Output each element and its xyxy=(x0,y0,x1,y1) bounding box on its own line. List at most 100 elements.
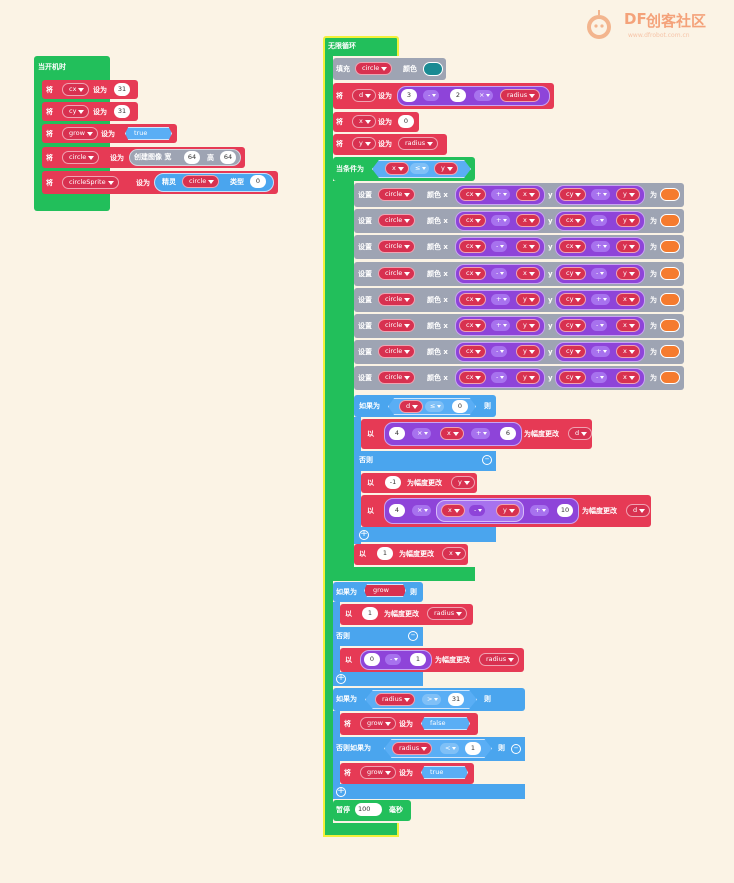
operator[interactable]: + xyxy=(491,320,511,331)
operator[interactable]: + xyxy=(491,189,511,200)
operator[interactable]: - xyxy=(491,241,508,252)
var-radius[interactable]: radius xyxy=(427,607,468,620)
var-x[interactable]: x xyxy=(385,162,409,175)
operator-times[interactable]: × xyxy=(412,505,432,516)
var-circle[interactable]: circle xyxy=(355,62,393,75)
operator[interactable]: - xyxy=(591,320,608,331)
var-circle[interactable]: circle xyxy=(378,371,416,384)
remove-else-icon[interactable]: – xyxy=(408,631,418,641)
operator[interactable]: + xyxy=(591,241,611,252)
var-cy[interactable]: cy xyxy=(559,319,587,332)
operator[interactable]: - xyxy=(491,346,508,357)
var-cx[interactable]: cx xyxy=(459,319,487,332)
operator-times[interactable]: × xyxy=(412,428,432,439)
operator[interactable]: - xyxy=(591,268,608,279)
operator[interactable]: + xyxy=(491,215,511,226)
value-0[interactable]: 0 xyxy=(364,653,380,666)
var-cx[interactable]: cx xyxy=(459,371,487,384)
value-0[interactable]: 0 xyxy=(398,115,414,128)
operator-le[interactable]: ≤ xyxy=(425,401,445,412)
color-swatch[interactable] xyxy=(660,371,680,384)
var-x[interactable]: x xyxy=(442,547,466,560)
operator[interactable]: - xyxy=(591,372,608,383)
var-d[interactable]: d xyxy=(399,400,424,413)
var-circle[interactable]: circle xyxy=(378,214,416,227)
color-swatch[interactable] xyxy=(660,188,680,201)
var-x[interactable]: x xyxy=(616,293,640,306)
add-else-icon[interactable]: + xyxy=(336,673,346,684)
var-cx[interactable]: cx xyxy=(459,214,487,227)
operator[interactable]: - xyxy=(491,268,508,279)
value-3[interactable]: 3 xyxy=(401,89,417,102)
value-1[interactable]: 1 xyxy=(377,547,393,560)
value-1[interactable]: 1 xyxy=(465,742,481,755)
var-x[interactable]: x xyxy=(616,319,640,332)
var-cx[interactable]: cx xyxy=(459,188,487,201)
var-circle[interactable]: circle xyxy=(378,188,416,201)
var-radius[interactable]: radius xyxy=(398,137,439,150)
var-d[interactable]: d xyxy=(626,504,651,517)
var-grow[interactable]: grow xyxy=(360,766,396,779)
bool-true[interactable]: true xyxy=(421,766,468,779)
operator[interactable]: - xyxy=(491,372,508,383)
var-circle[interactable]: circle xyxy=(378,240,416,253)
color-swatch[interactable] xyxy=(660,293,680,306)
var-radius[interactable]: radius xyxy=(479,653,520,666)
operator-minus[interactable]: - xyxy=(423,90,440,101)
remove-elseif-icon[interactable]: – xyxy=(511,744,521,754)
var-x[interactable]: x xyxy=(352,115,376,128)
operator-gt[interactable]: > xyxy=(422,694,442,705)
color-swatch[interactable] xyxy=(423,62,443,76)
forever-block[interactable] xyxy=(323,36,399,56)
var-cx[interactable]: cx xyxy=(459,240,487,253)
value-neg-1[interactable]: -1 xyxy=(385,476,401,489)
var-cx[interactable]: cx xyxy=(459,293,487,306)
operator[interactable]: + xyxy=(591,294,611,305)
var-y[interactable]: y xyxy=(616,214,640,227)
var-circle[interactable]: circle xyxy=(62,151,100,164)
var-circle[interactable]: circle xyxy=(378,345,416,358)
var-radius[interactable]: radius xyxy=(392,742,433,755)
var-d[interactable]: d xyxy=(352,89,377,102)
var-cy[interactable]: cy xyxy=(559,267,587,280)
var-y[interactable]: y xyxy=(352,137,376,150)
var-circleSprite[interactable]: circleSprite xyxy=(62,176,119,189)
value-1[interactable]: 1 xyxy=(362,607,378,620)
var-circle[interactable]: circle xyxy=(378,319,416,332)
color-swatch[interactable] xyxy=(660,214,680,227)
var-y[interactable]: y xyxy=(616,267,640,280)
var-d[interactable]: d xyxy=(568,427,593,440)
var-x[interactable]: x xyxy=(441,504,465,517)
value-31[interactable]: 31 xyxy=(114,105,130,118)
var-circle[interactable]: circle xyxy=(378,267,416,280)
operator-lt[interactable]: < xyxy=(440,743,460,754)
value-31[interactable]: 31 xyxy=(114,83,130,96)
var-cx[interactable]: cx xyxy=(559,214,587,227)
var-grow[interactable]: grow xyxy=(360,717,396,730)
type-value[interactable]: 0 xyxy=(250,175,266,188)
var-x[interactable]: x xyxy=(516,214,540,227)
var-y[interactable]: y xyxy=(616,240,640,253)
var-y[interactable]: y xyxy=(516,319,540,332)
var-y[interactable]: y xyxy=(516,345,540,358)
value-6[interactable]: 6 xyxy=(500,427,516,440)
var-circle[interactable]: circle xyxy=(182,175,220,188)
var-cx[interactable]: cx xyxy=(459,345,487,358)
operator-plus[interactable]: + xyxy=(471,428,491,439)
operator-minus[interactable]: - xyxy=(469,505,486,516)
operator[interactable]: + xyxy=(591,189,611,200)
var-grow[interactable]: grow xyxy=(364,584,406,597)
var-cx[interactable]: cx xyxy=(559,240,587,253)
var-cy[interactable]: cy xyxy=(62,105,90,118)
var-y[interactable]: y xyxy=(496,504,520,517)
value-10[interactable]: 10 xyxy=(557,504,573,517)
value-2[interactable]: 2 xyxy=(450,89,466,102)
value-4[interactable]: 4 xyxy=(389,427,405,440)
var-x[interactable]: x xyxy=(616,371,640,384)
var-grow[interactable]: grow xyxy=(62,127,98,140)
color-swatch[interactable] xyxy=(660,267,680,280)
var-radius[interactable]: radius xyxy=(375,693,416,706)
color-swatch[interactable] xyxy=(660,240,680,253)
value-31[interactable]: 31 xyxy=(448,693,464,706)
var-cx[interactable]: cx xyxy=(459,267,487,280)
